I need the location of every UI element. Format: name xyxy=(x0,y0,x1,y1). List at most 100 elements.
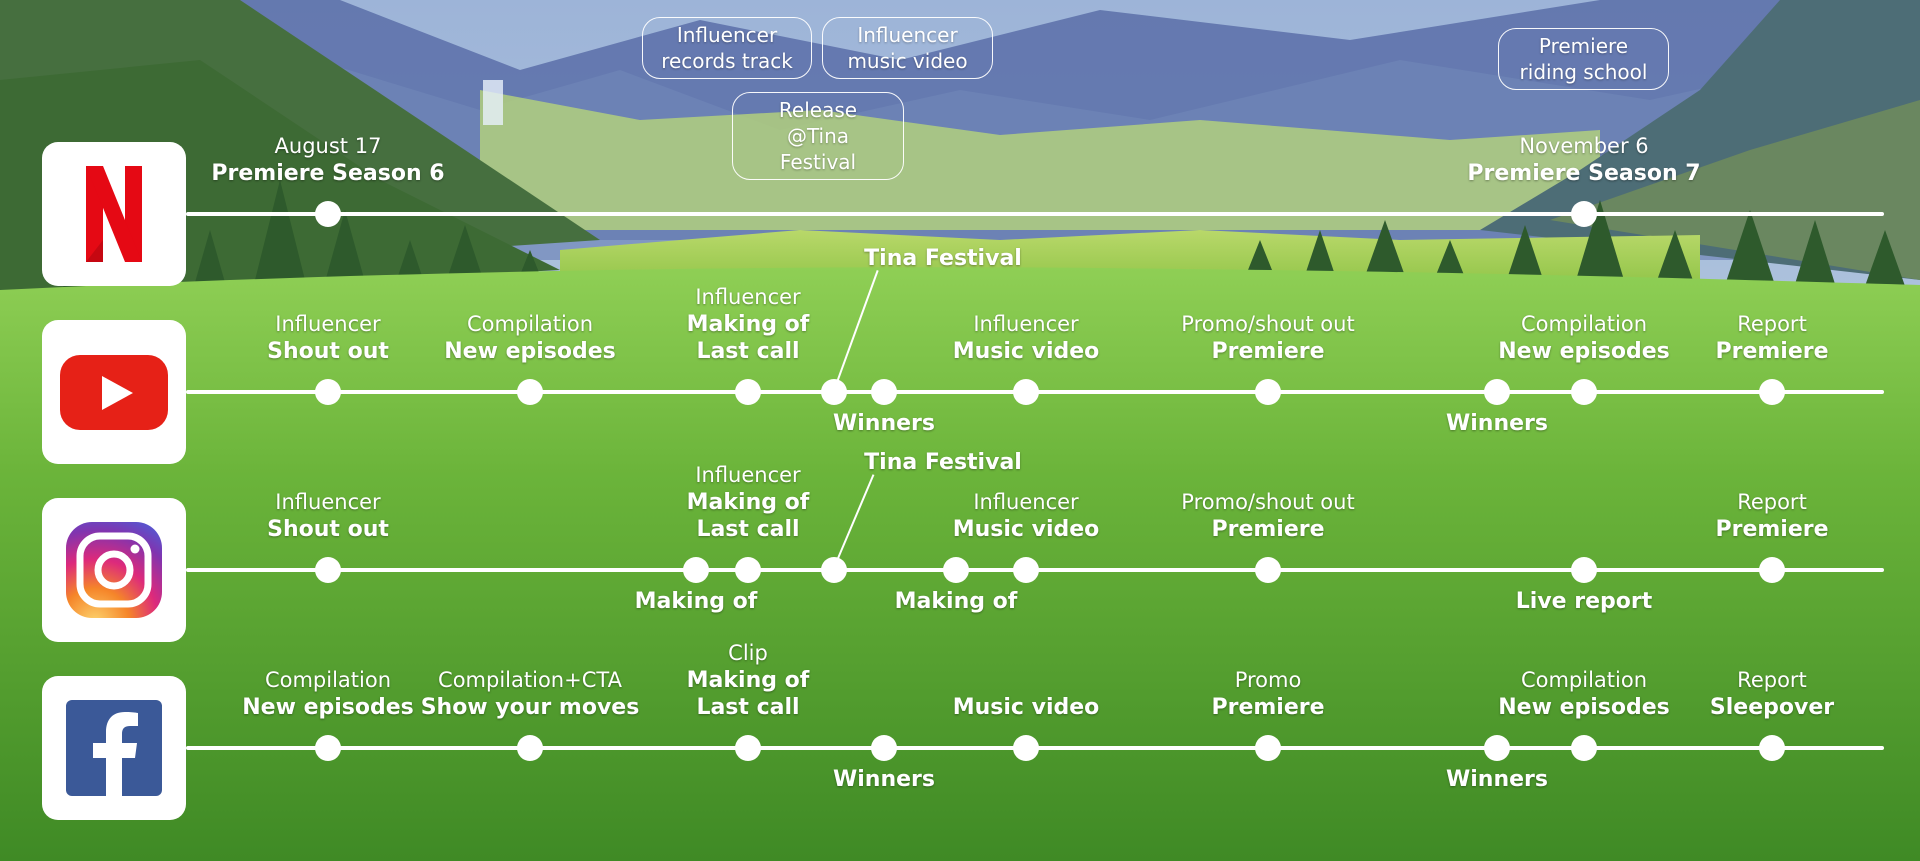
event-type: Promo/shout out xyxy=(1181,312,1355,336)
netflix-marker xyxy=(315,201,341,227)
youtube-logo-icon xyxy=(60,355,168,430)
event-type: Compilation xyxy=(264,668,392,692)
instagram-below-label: Live report xyxy=(1515,589,1653,614)
facebook-event-new-episodes-2: Compilation New episodes xyxy=(1498,667,1670,721)
event-title: Music video xyxy=(952,517,1100,542)
youtube-callout-line xyxy=(835,270,879,386)
instagram-event-music-video: Influencer Music video xyxy=(953,489,1100,543)
instagram-tile xyxy=(42,498,186,642)
event-title: Premiere xyxy=(1211,695,1325,720)
youtube-marker xyxy=(1013,379,1039,405)
netflix-timeline xyxy=(186,212,1884,216)
youtube-marker xyxy=(1255,379,1281,405)
facebook-event-premiere: Promo Premiere xyxy=(1211,667,1324,721)
bubble-influencer-records-track: Influencer records track xyxy=(642,17,812,79)
event-type: Report xyxy=(1737,668,1807,692)
netflix-tile xyxy=(42,142,186,286)
youtube-marker xyxy=(871,379,897,405)
facebook-marker xyxy=(1255,735,1281,761)
event-title: Music video xyxy=(952,339,1100,364)
instagram-marker xyxy=(735,557,761,583)
bubble-release-tina-festival: Release @Tina Festival xyxy=(732,92,904,180)
facebook-tile xyxy=(42,676,186,820)
netflix-marker xyxy=(1571,201,1597,227)
instagram-event-shout-out: Influencer Shout out xyxy=(267,489,389,543)
youtube-callout-label: Tina Festival xyxy=(864,246,1022,271)
event-type: Report xyxy=(1737,312,1807,336)
event-title: Making of Last call xyxy=(686,668,810,720)
facebook-logo-icon xyxy=(66,700,162,796)
event-title: New episodes xyxy=(444,339,616,364)
instagram-marker xyxy=(315,557,341,583)
facebook-marker xyxy=(517,735,543,761)
youtube-event-premiere: Promo/shout out Premiere xyxy=(1181,311,1354,365)
event-title: New episodes xyxy=(242,695,414,720)
youtube-event-report: Report Premiere xyxy=(1715,311,1828,365)
event-title: Premiere xyxy=(1211,517,1325,542)
event-date: November 6 xyxy=(1519,134,1649,158)
event-type: Compilation xyxy=(1520,668,1648,692)
youtube-marker xyxy=(1571,379,1597,405)
event-title: Music video xyxy=(952,695,1100,720)
instagram-marker xyxy=(943,557,969,583)
event-title: Making of Last call xyxy=(686,312,810,364)
youtube-marker xyxy=(517,379,543,405)
instagram-below-label: Making of xyxy=(894,589,1018,614)
facebook-marker xyxy=(1571,735,1597,761)
event-type: Promo/shout out xyxy=(1181,490,1355,514)
event-type: Promo xyxy=(1234,668,1302,692)
facebook-marker xyxy=(871,735,897,761)
youtube-event-making-of: Influencer Making of Last call xyxy=(673,284,823,365)
event-title: Shout out xyxy=(267,517,389,542)
instagram-event-making-of: Influencer Making of Last call xyxy=(673,462,823,543)
event-type: Clip xyxy=(728,641,768,665)
event-title: Sleepover xyxy=(1709,695,1835,720)
instagram-event-premiere: Promo/shout out Premiere xyxy=(1181,489,1354,543)
event-type: Influencer xyxy=(973,312,1079,336)
youtube-marker xyxy=(1759,379,1785,405)
instagram-marker xyxy=(821,557,847,583)
event-type: Compilation xyxy=(1520,312,1648,336)
youtube-tile xyxy=(42,320,186,464)
youtube-below-label: Winners xyxy=(833,411,935,436)
facebook-event-report: Report Sleepover xyxy=(1710,667,1834,721)
facebook-event-new-episodes: Compilation New episodes xyxy=(242,667,414,721)
youtube-event-new-episodes: Compilation New episodes xyxy=(444,311,616,365)
bubble-influencer-music-video: Influencer music video xyxy=(822,17,993,79)
event-title: New episodes xyxy=(1498,339,1670,364)
facebook-marker xyxy=(735,735,761,761)
bubble-premiere-riding-school: Premiere riding school xyxy=(1498,28,1669,90)
event-title: Making of Last call xyxy=(686,490,810,542)
instagram-marker xyxy=(1759,557,1785,583)
facebook-below-label: Winners xyxy=(1446,767,1548,792)
event-title: Show your moves xyxy=(420,695,640,720)
youtube-event-music-video: Influencer Music video xyxy=(953,311,1100,365)
instagram-logo-icon xyxy=(66,522,162,618)
instagram-marker xyxy=(1255,557,1281,583)
instagram-marker xyxy=(683,557,709,583)
event-type: Influencer xyxy=(275,490,381,514)
instagram-event-report: Report Premiere xyxy=(1715,489,1828,543)
event-title: Premiere xyxy=(1211,339,1325,364)
event-title: Shout out xyxy=(267,339,389,364)
netflix-event-season6: August 17 Premiere Season 6 xyxy=(211,133,444,187)
event-type: Influencer xyxy=(695,463,801,487)
facebook-marker xyxy=(315,735,341,761)
youtube-event-shout-out: Influencer Shout out xyxy=(267,311,389,365)
event-type: Influencer xyxy=(695,285,801,309)
instagram-callout-line xyxy=(835,474,875,564)
event-type: Influencer xyxy=(973,490,1079,514)
event-date: August 17 xyxy=(274,134,382,158)
facebook-marker xyxy=(1484,735,1510,761)
facebook-marker xyxy=(1759,735,1785,761)
event-title: Premiere Season 7 xyxy=(1467,161,1701,186)
netflix-event-season7: November 6 Premiere Season 7 xyxy=(1467,133,1700,187)
instagram-below-label: Making of xyxy=(634,589,758,614)
facebook-below-label: Winners xyxy=(833,767,935,792)
youtube-marker xyxy=(821,379,847,405)
event-title: New episodes xyxy=(1498,695,1670,720)
event-title: Premiere xyxy=(1715,517,1829,542)
youtube-event-new-episodes-2: Compilation New episodes xyxy=(1498,311,1670,365)
instagram-marker xyxy=(1571,557,1597,583)
